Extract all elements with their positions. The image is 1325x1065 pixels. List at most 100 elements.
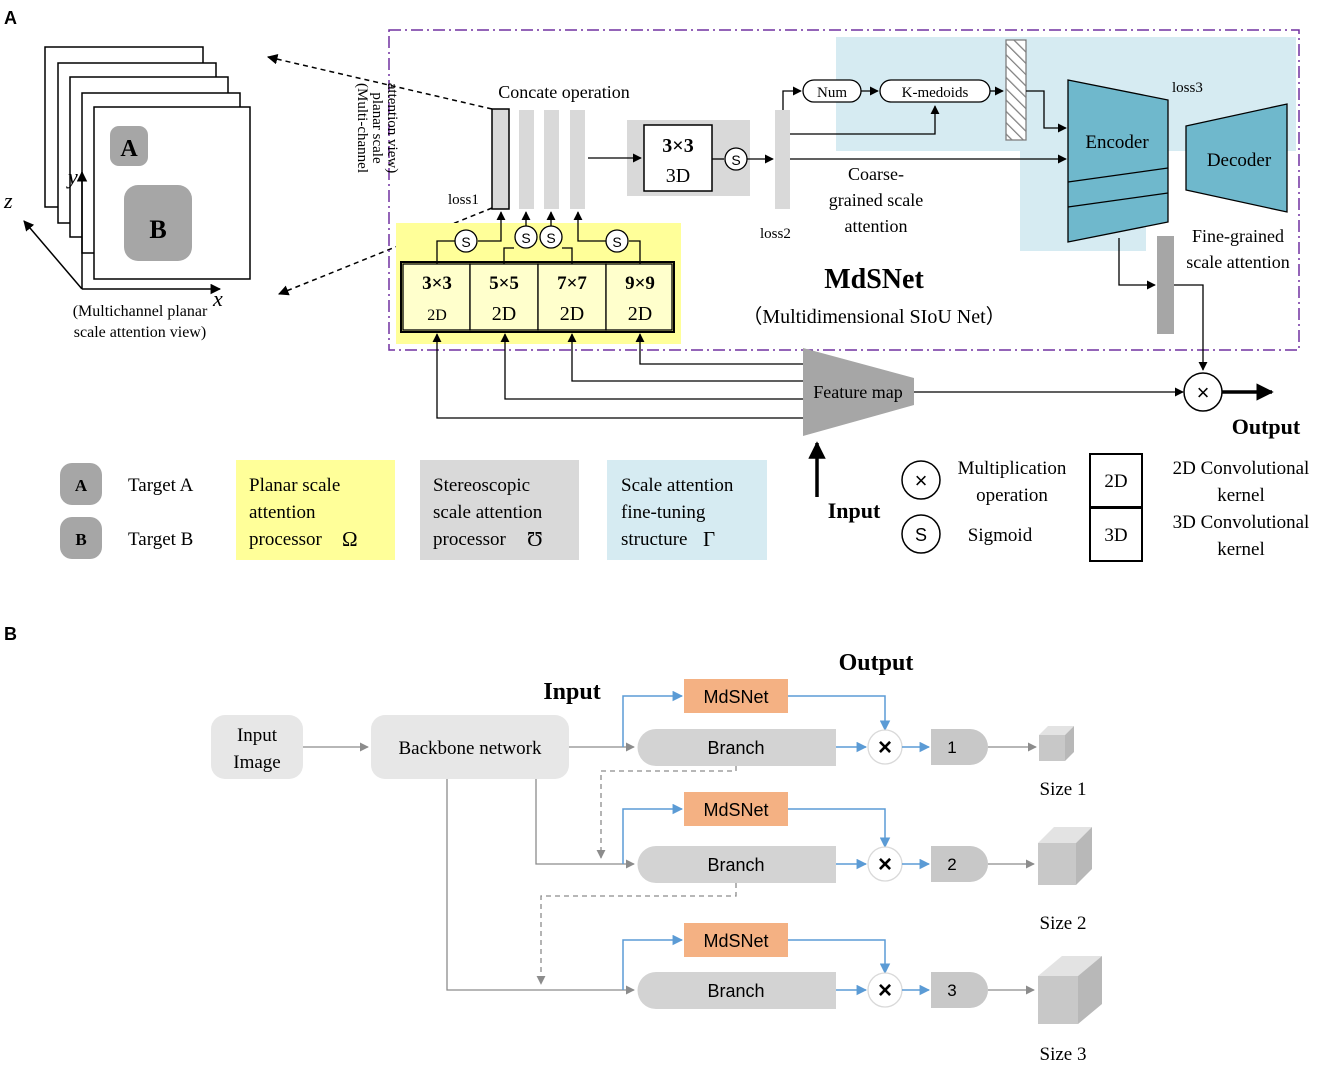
loss1-label: loss1 xyxy=(448,192,479,208)
vertical-caption-3: attention view) xyxy=(384,83,400,173)
mdsnet-subtitle: （Multidimensional SIoU Net） xyxy=(742,305,1005,328)
b-input-heading: Input xyxy=(543,679,600,705)
feature-to-kernel-arrows xyxy=(432,333,803,419)
kernel-2d-dim-3: 2D xyxy=(560,303,584,325)
legend-stereo-symbol: Ʊ xyxy=(527,527,543,551)
input-image-box xyxy=(211,715,303,779)
loss2-to-num-arrow xyxy=(782,86,802,110)
kernel-2d-dim-1: 2D xyxy=(427,307,447,324)
target-a-box xyxy=(110,126,148,166)
legend-planar-symbol: Ω xyxy=(342,527,358,551)
legend-stereo-box xyxy=(420,460,579,560)
index-label-1: 1 xyxy=(947,738,956,757)
legend-sigmoid-glyph: S xyxy=(915,525,927,545)
legend-finetune-1: Scale attention xyxy=(621,475,734,496)
legend-sigmoid-icon xyxy=(901,514,941,554)
size-label-3: Size 3 xyxy=(1040,1044,1087,1065)
kernels-2d: 3×3 2D 5×5 2D 7×7 2D 9×9 2D xyxy=(402,263,673,331)
legend-multiply-2: operation xyxy=(976,485,1048,506)
size-label-1: Size 1 xyxy=(1040,779,1087,800)
backbone-label: Backbone network xyxy=(399,738,542,759)
kernel-2d-size-1: 3×3 xyxy=(422,273,452,294)
input-image-line-1: Input xyxy=(237,725,278,746)
mdsnet-title: MdSNet xyxy=(824,264,924,295)
legend-stereo-1: Stereoscopic xyxy=(433,475,530,496)
legend-planar-1: Planar scale xyxy=(249,475,340,496)
kmedoids-label: K-medoids xyxy=(902,85,969,101)
axis-x-label: x xyxy=(212,286,223,311)
branch-label-2: Branch xyxy=(707,855,764,875)
planar-view-caption-1: (Multichannel planar xyxy=(73,303,208,320)
target-a-letter: A xyxy=(120,136,138,162)
legend-3d-2: kernel xyxy=(1217,539,1264,560)
sigmoid-icon-k3 xyxy=(539,225,563,249)
kernel-2d-size-2: 5×5 xyxy=(489,273,519,294)
loss2-label: loss2 xyxy=(760,226,791,242)
decoder-label: Decoder xyxy=(1207,150,1272,171)
feature-map-label: Feature map xyxy=(813,382,902,402)
branch-row-2: MdSNet Branch × 2 Size 2 xyxy=(622,792,1092,934)
legend-2d-2: kernel xyxy=(1217,485,1264,506)
multiply-glyph-1: × xyxy=(878,734,892,761)
concat-bar-1 xyxy=(491,108,510,210)
kernel-2d-size-4: 9×9 xyxy=(625,273,655,294)
output-label: Output xyxy=(1232,414,1301,439)
kernel-2d-3x3 xyxy=(402,263,471,331)
legend-target-b-icon xyxy=(60,517,102,559)
sigmoid-icon-k4 xyxy=(605,229,629,253)
mdsnet-boundary xyxy=(388,29,1300,351)
input-image-line-2: Image xyxy=(233,752,280,773)
concat-label: Concate operation xyxy=(498,82,629,102)
sigmoid-3d-glyph: S xyxy=(731,152,740,168)
multiply-glyph-2: × xyxy=(878,851,892,878)
branch-label-3: Branch xyxy=(707,981,764,1001)
decoder-block xyxy=(1185,103,1288,213)
legend-sigmoid-label: Sigmoid xyxy=(968,525,1033,546)
kernel-2d-dim-4: 2D xyxy=(628,303,652,325)
input-label: Input xyxy=(828,498,881,523)
conv3d-size: 3×3 xyxy=(662,135,693,157)
concat-bar-4 xyxy=(570,110,585,209)
coarse-label-1: Coarse- xyxy=(848,164,904,184)
legend-3d-1: 3D Convolutional xyxy=(1173,512,1310,533)
size-cube-3 xyxy=(1038,956,1102,1024)
coarse-label-3: attention xyxy=(845,216,908,236)
hatched-bar xyxy=(1005,39,1027,141)
index-label-3: 3 xyxy=(947,981,956,1000)
branch-dashed-links xyxy=(536,766,737,985)
multiply-glyph-3: × xyxy=(878,977,892,1004)
panel-b-label: B xyxy=(4,624,17,644)
view-connector-bottom xyxy=(278,207,493,296)
vertical-caption: (Multi-channel planar scale attention vi… xyxy=(354,83,400,173)
hatch-to-encoder-arrow xyxy=(1026,90,1067,133)
target-b-letter: B xyxy=(149,215,166,244)
sigmoid-k3-glyph: S xyxy=(546,230,555,246)
blue-down-2 xyxy=(788,808,891,849)
kernel-2d-9x9 xyxy=(605,263,673,331)
legend-2d-glyph: 2D xyxy=(1104,471,1127,492)
blue-down-3 xyxy=(788,939,891,975)
view-connector-top xyxy=(266,54,493,110)
sigmoid-icon-k2 xyxy=(514,225,538,249)
blue-feed-2 xyxy=(622,803,684,864)
sigmoid-k4-glyph: S xyxy=(612,234,621,250)
vertical-caption-1: (Multi-channel xyxy=(354,83,370,173)
size-label-2: Size 2 xyxy=(1040,913,1087,934)
legend-2d-box xyxy=(1089,453,1143,508)
encoder-to-fine-arrow xyxy=(1118,238,1156,290)
mdsnet-box-1 xyxy=(684,679,788,713)
legend-3d-box xyxy=(1089,507,1143,562)
kernels-2d-frame xyxy=(400,261,675,333)
index-box-3 xyxy=(931,972,988,1008)
index-box-2 xyxy=(931,846,988,882)
legend-target-b-label: Target B xyxy=(128,529,193,550)
axis-y-label: y xyxy=(66,164,78,189)
axis-z-line xyxy=(23,220,83,290)
encoder-divider-2 xyxy=(1067,192,1169,208)
legend-finetune-symbol: Γ xyxy=(703,527,715,551)
mdsnet-box-3 xyxy=(684,923,788,957)
legend-finetune-2: fine-tuning xyxy=(621,502,706,523)
legend-multiply-icon xyxy=(901,460,941,500)
mdsnet-label-2: MdSNet xyxy=(703,800,768,820)
panel-a-label: A xyxy=(4,8,17,28)
